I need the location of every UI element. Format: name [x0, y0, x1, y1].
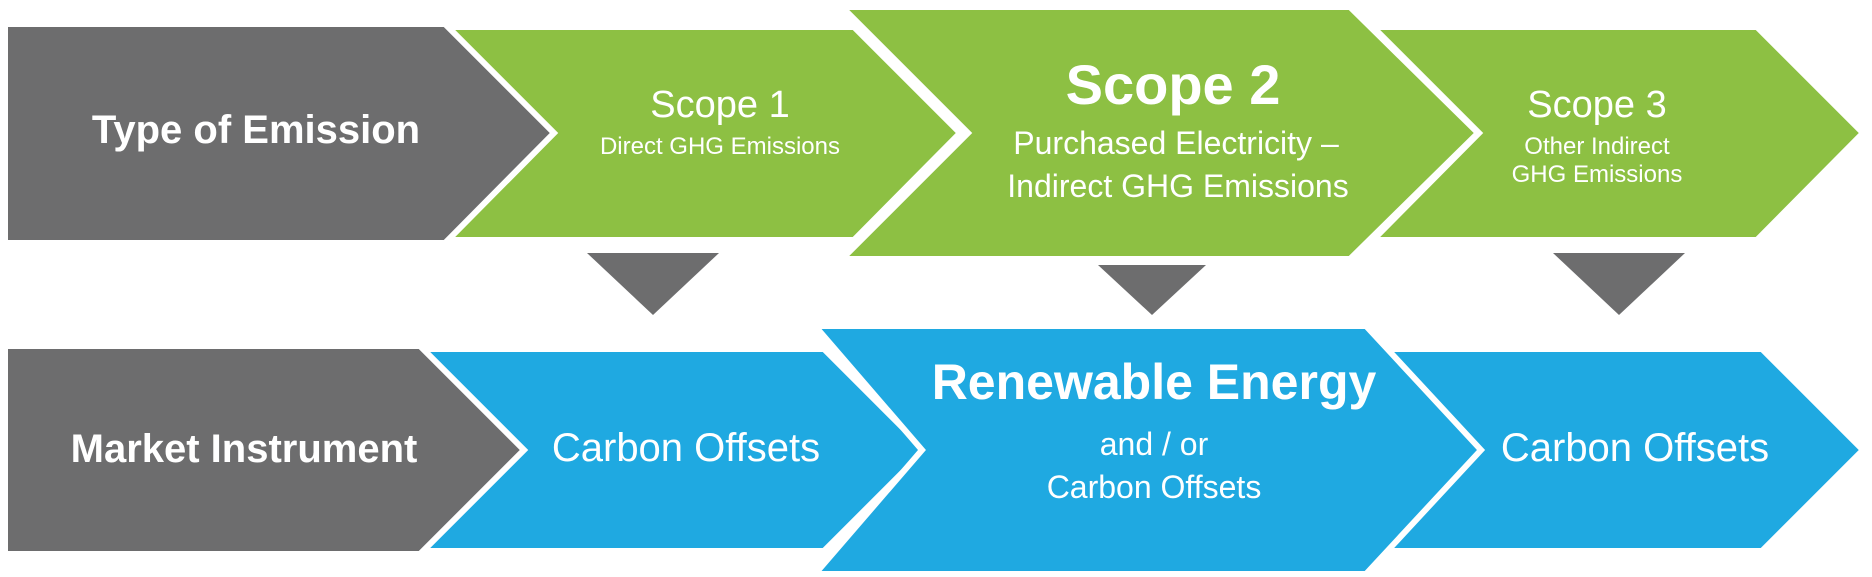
scope3-title: Scope 3 — [1527, 84, 1666, 126]
scope3-down-arrow — [1553, 253, 1685, 315]
scope2-subtitle-line2: Indirect GHG Emissions — [1007, 168, 1348, 204]
scope2-instrument-title: Renewable Energy — [932, 354, 1377, 410]
scope2-down-arrow — [1098, 265, 1206, 315]
instrument-row: Market Instrument Carbon Offsets Renewab… — [8, 323, 1868, 577]
scope3-subtitle-line1: Other Indirect — [1524, 133, 1670, 160]
scope2-subtitle-line1: Purchased Electricity – — [1013, 125, 1339, 161]
market-instrument-chevron — [8, 349, 522, 551]
scope1-down-arrow — [587, 253, 719, 315]
type-of-emission-label: Type of Emission — [92, 108, 420, 152]
emission-row: Type of Emission Scope 1 Direct GHG Emis… — [8, 4, 1868, 262]
scope2-title: Scope 2 — [1066, 53, 1281, 116]
scope2-instrument-line2: Carbon Offsets — [1047, 469, 1262, 505]
scope2-instrument-line1: and / or — [1100, 426, 1209, 462]
down-arrows — [587, 253, 1685, 315]
scope1-instrument-label: Carbon Offsets — [552, 426, 820, 470]
type-of-emission-chevron — [8, 27, 552, 240]
scope3-instrument-label: Carbon Offsets — [1501, 426, 1769, 470]
scope1-chevron — [440, 24, 965, 243]
market-instrument-label: Market Instrument — [71, 427, 418, 471]
scope3-subtitle-line2: GHG Emissions — [1512, 161, 1683, 188]
scope1-title: Scope 1 — [650, 84, 789, 126]
scope2-chevron — [834, 4, 1483, 262]
scope1-subtitle: Direct GHG Emissions — [600, 133, 840, 160]
scope2-instrument-chevron — [808, 323, 1486, 577]
scope1-instrument-chevron — [415, 346, 930, 554]
